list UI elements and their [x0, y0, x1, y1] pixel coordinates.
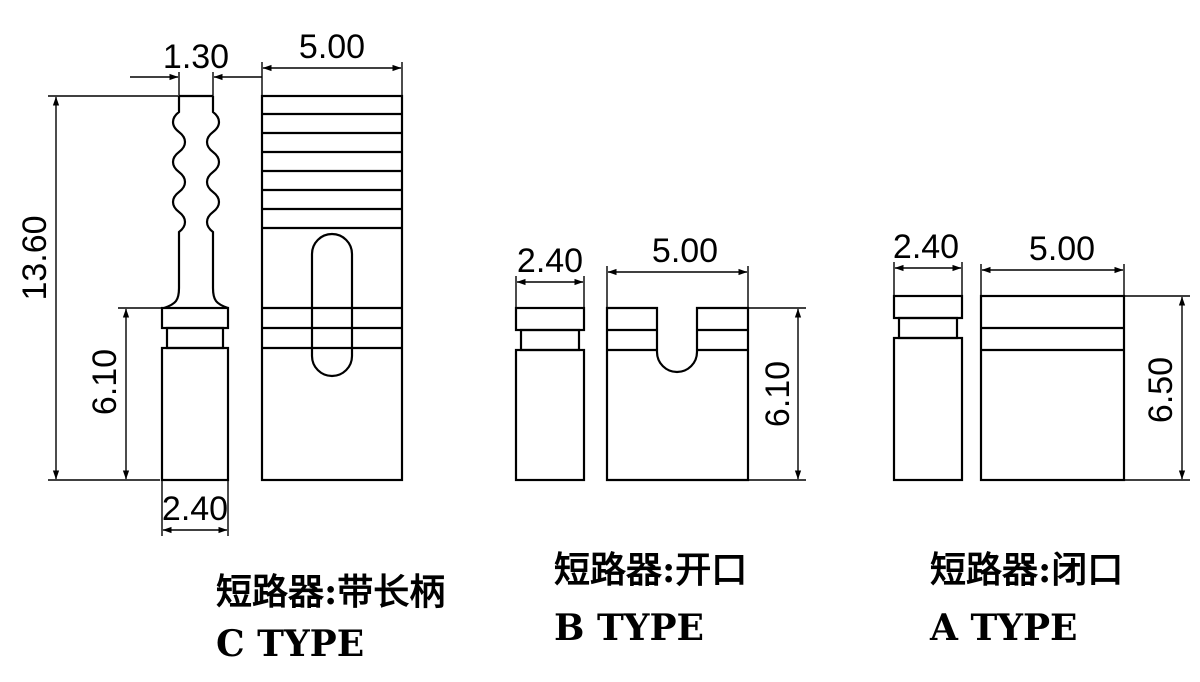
- b-caption-type: B TYPE: [554, 607, 704, 649]
- b-side-body: [514, 348, 586, 482]
- a-side-body: [892, 336, 964, 482]
- b-height-label: 6.10: [759, 361, 797, 427]
- c-side-cap: [160, 306, 230, 330]
- b-side-neck: [519, 328, 581, 352]
- c-caption-type: C TYPE: [216, 623, 364, 665]
- c-base-height-label: 6.10: [86, 349, 124, 415]
- c-side-neck: [165, 326, 225, 350]
- c-side-width-label: 2.40: [162, 490, 228, 528]
- c-caption-title: 短路器:带长柄: [216, 571, 445, 613]
- b-type-front-view: [605, 306, 750, 482]
- a-side-width-label: 2.40: [893, 228, 959, 266]
- a-type-side-view: [892, 294, 964, 482]
- b-side-width-label: 2.40: [517, 242, 583, 280]
- a-dimensions: [893, 262, 1190, 481]
- c-type-side-view: [160, 94, 230, 482]
- c-front-slot: [310, 232, 354, 378]
- a-side-neck: [897, 316, 959, 340]
- b-side-cap: [514, 306, 586, 332]
- a-body-width-label: 5.00: [1029, 230, 1095, 268]
- a-type-front-view: [979, 294, 1126, 482]
- c-front-outline: [260, 94, 404, 482]
- b-body-width-label: 5.00: [652, 232, 718, 270]
- a-caption-title: 短路器:闭口: [930, 549, 1123, 591]
- b-front-outline: [605, 306, 750, 482]
- b-caption-title: 短路器:开口: [554, 549, 747, 591]
- a-front-outline: [979, 294, 1126, 482]
- b-type-side-view: [514, 306, 586, 482]
- b-dimensions: [515, 266, 806, 481]
- c-body-width-label: 5.00: [299, 28, 365, 66]
- c-front-grip-lines: [262, 112, 402, 350]
- c-handle-width-label: 1.30: [163, 38, 229, 76]
- a-caption-type: A TYPE: [929, 607, 1077, 649]
- a-height-label: 6.50: [1142, 357, 1180, 423]
- c-type-front-view: [260, 94, 404, 482]
- c-dimensions: [48, 62, 403, 536]
- c-side-body: [160, 346, 230, 482]
- c-handle-outline: [163, 94, 229, 310]
- a-side-cap: [892, 294, 964, 320]
- c-total-height-label: 13.60: [16, 215, 54, 300]
